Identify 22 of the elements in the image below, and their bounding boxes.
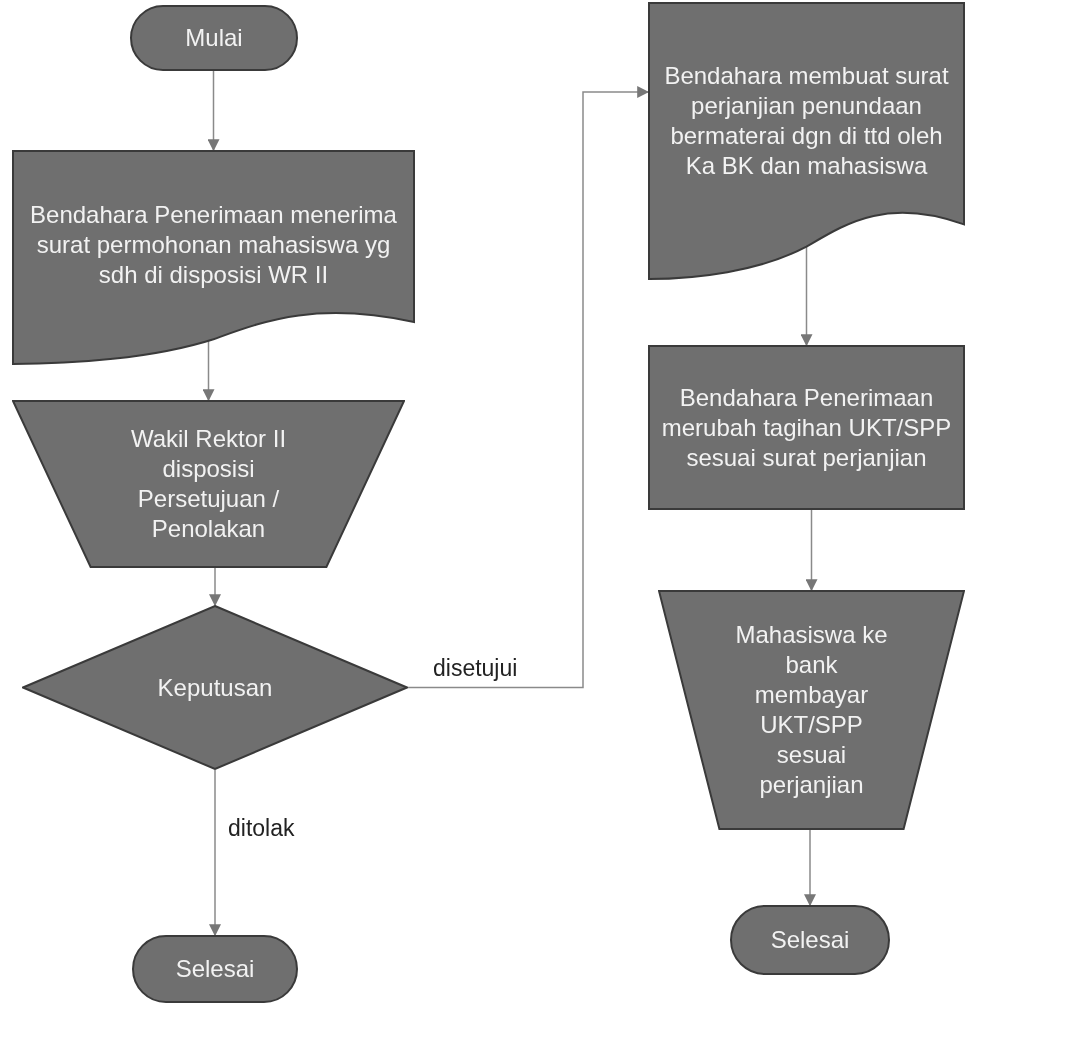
decision-diamond (22, 605, 408, 770)
document-shape (12, 150, 415, 365)
step-text: Selesai (175, 954, 255, 984)
arrow (209, 567, 221, 607)
arrow (407, 86, 650, 689)
manual-operation-shape (658, 590, 965, 830)
document-shape (648, 2, 965, 280)
process-box (648, 345, 965, 510)
step-text: Wakil Rektor II disposisi Persetujuan / Penolakan (129, 424, 288, 544)
arrow (209, 769, 221, 937)
step-text: Bendahara Penerimaan merubah tagihan UKT/SPP sesuai surat perjanjian (660, 382, 953, 473)
arrow (804, 829, 816, 907)
step-text: Keputusan (157, 672, 273, 703)
arrow (800, 245, 813, 347)
arrow (805, 509, 818, 592)
step-text: Bendahara membuat surat perjanjian penundaan bermaterai dgn di ttd oleh Ka BK dan mahasiswa (663, 61, 950, 181)
arrow (207, 70, 220, 152)
step-text: Bendahara Penerimaan menerima surat permohonan mahasiswa yg sdh di disposisi WR II (29, 200, 398, 290)
step-text: Mulai (185, 23, 243, 53)
manual-operation-shape (12, 400, 405, 568)
step-text: Selesai (770, 925, 850, 955)
step-text: Mahasiswa ke bank membayar UKT/SPP sesuai perjanjian (734, 620, 889, 800)
